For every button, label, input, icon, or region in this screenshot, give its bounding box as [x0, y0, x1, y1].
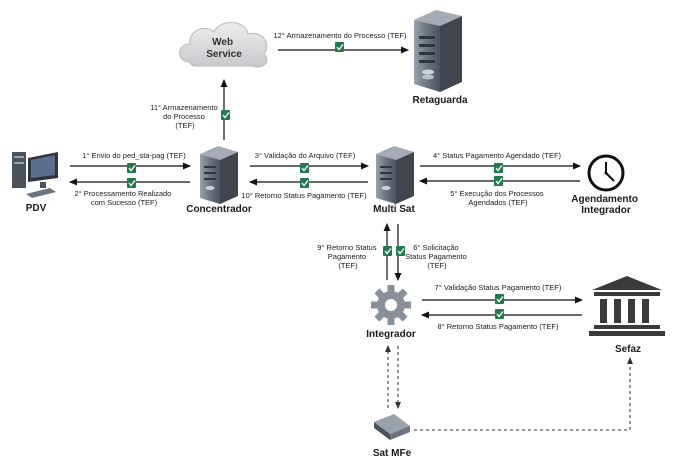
sefaz-label: Sefaz [615, 344, 641, 355]
document-check-icon [494, 308, 505, 320]
step-7-label: 7° Validação Status Pagamento (TEF) [435, 283, 562, 292]
document-check-icon [382, 245, 393, 257]
retaguarda-server-icon [414, 10, 462, 92]
step-11-label: 11° Armazenamento do Processo (TEF) [150, 103, 220, 130]
integrador-label: Integrador [366, 329, 416, 340]
step-1-label: 1° Envio do ped_sta-pag (TEF) [82, 151, 186, 160]
multi-sat-server-icon [376, 146, 414, 204]
document-check-icon [395, 245, 406, 257]
step-6-label: 6° Solicitação Status Pagamento (TEF) [405, 243, 469, 270]
document-check-icon [126, 177, 137, 189]
document-check-icon [299, 177, 310, 189]
web-service-cloud-icon: Web Service [179, 22, 268, 68]
step-9-label: 9° Retorno Status Pagamento (TEF) [317, 243, 378, 270]
retaguarda-label: Retaguarda [412, 95, 467, 106]
step-12-label: 12° Armazenamento do Processo (TEF) [273, 31, 407, 40]
step-3-label: 3° Validação do Arquivo (TEF) [255, 151, 356, 160]
step-5-label: 5° Execução dos Processos Agendados (TEF… [450, 189, 546, 207]
step-2-label: 2° Processamento Realizado com Sucesso (… [75, 189, 174, 207]
document-check-icon [299, 162, 310, 174]
document-check-icon [493, 175, 504, 187]
gear-icon [371, 285, 411, 325]
document-check-icon [493, 162, 504, 174]
dashed-arrow-satmfe-to-sefaz [414, 357, 633, 431]
concentrador-label: Concentrador [186, 204, 252, 215]
document-check-icon [220, 109, 231, 121]
step-8-label: 8° Retorno Status Pagamento (TEF) [438, 322, 559, 331]
document-check-icon [334, 41, 345, 53]
agendamento-label: Agendamento Integrador [571, 194, 640, 216]
concentrador-server-icon [200, 146, 238, 204]
web-service-label: Web Service [206, 37, 242, 60]
document-check-icon [126, 162, 137, 174]
sat-mfe-label: Sat MFe [373, 448, 412, 459]
sefaz-building-icon [589, 276, 665, 336]
step-10-label: 10° Retorno Status Pagamento (TEF) [241, 191, 367, 200]
multi-sat-label: Multi Sat [373, 204, 415, 215]
pdv-label: PDV [26, 203, 47, 214]
step-4-label: 4° Status Pagamento Agendado (TEF) [433, 151, 562, 160]
document-check-icon [494, 293, 505, 305]
pdv-computer-icon [12, 152, 58, 198]
clock-icon [587, 154, 625, 192]
sat-mfe-device-icon [374, 414, 410, 440]
